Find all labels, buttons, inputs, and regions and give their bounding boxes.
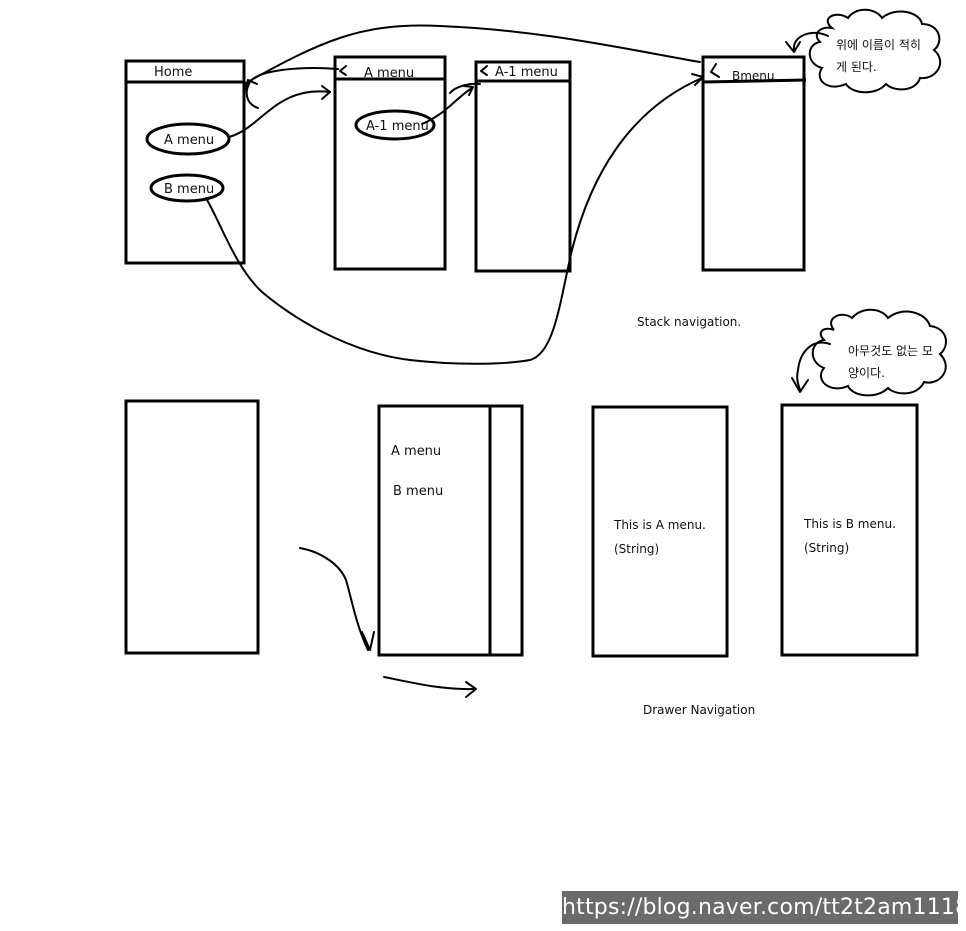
drawer-arrows xyxy=(299,547,477,698)
drawer-menu-item-b: B menu xyxy=(393,484,443,499)
stack-screen-a1-menu: A-1 menu xyxy=(474,60,572,273)
b-menu-button-label: B menu xyxy=(164,182,214,197)
blog-watermark: https://blog.naver.com/tt2t2am1118 xyxy=(562,891,966,924)
drawer-note-line-2: 양이다. xyxy=(848,366,885,380)
a-menu-button-label: A menu xyxy=(164,133,214,148)
a-menu-button xyxy=(145,122,231,156)
drawer-menu-item-a: A menu xyxy=(391,444,441,459)
a1-menu-button-label: A-1 menu xyxy=(366,119,429,134)
b-menu-button xyxy=(149,173,225,203)
a1-menu-header-label: A-1 menu xyxy=(495,65,558,80)
back-arrow-icon xyxy=(480,65,488,76)
drawer-note-line-1: 아무것도 없는 모 xyxy=(848,344,933,358)
stack-note-line-2: 게 된다. xyxy=(836,60,877,74)
drawer-screen-b-line-1: This is B menu. xyxy=(803,517,896,531)
stack-screen-b-menu: Bmenu xyxy=(701,55,807,272)
a-menu-header-label: A menu xyxy=(364,66,414,81)
stack-note-cloud: 위에 이름이 적히 게 된다. xyxy=(785,8,941,94)
drawer-screen-open: A menu B menu xyxy=(377,404,524,657)
back-arrow-icon xyxy=(710,63,720,78)
a1-menu-button xyxy=(354,109,436,141)
drawer-screen-b: This is B menu. (String) xyxy=(780,403,919,657)
drawer-screen-b-line-2: (String) xyxy=(804,541,849,555)
drawer-screen-a: This is A menu. (String) xyxy=(591,405,729,658)
drawer-screen-empty xyxy=(124,399,260,655)
stack-arrows xyxy=(205,24,704,365)
drawer-navigation-caption: Drawer Navigation xyxy=(643,703,755,717)
drawer-screen-a-line-2: (String) xyxy=(614,542,659,556)
stack-note-line-1: 위에 이름이 적히 xyxy=(836,38,921,52)
drawer-note-cloud: 아무것도 없는 모 양이다. xyxy=(791,308,947,397)
stack-screen-a-menu: A menu A-1 menu xyxy=(333,55,447,271)
b-menu-header-label: Bmenu xyxy=(732,69,775,83)
back-arrow-icon xyxy=(339,65,347,76)
stack-navigation-caption: Stack navigation. xyxy=(637,315,741,329)
stack-screen-home: Home A menu B menu xyxy=(124,59,246,265)
drawer-screen-a-line-1: This is A menu. xyxy=(613,518,706,532)
home-header-label: Home xyxy=(154,65,192,80)
